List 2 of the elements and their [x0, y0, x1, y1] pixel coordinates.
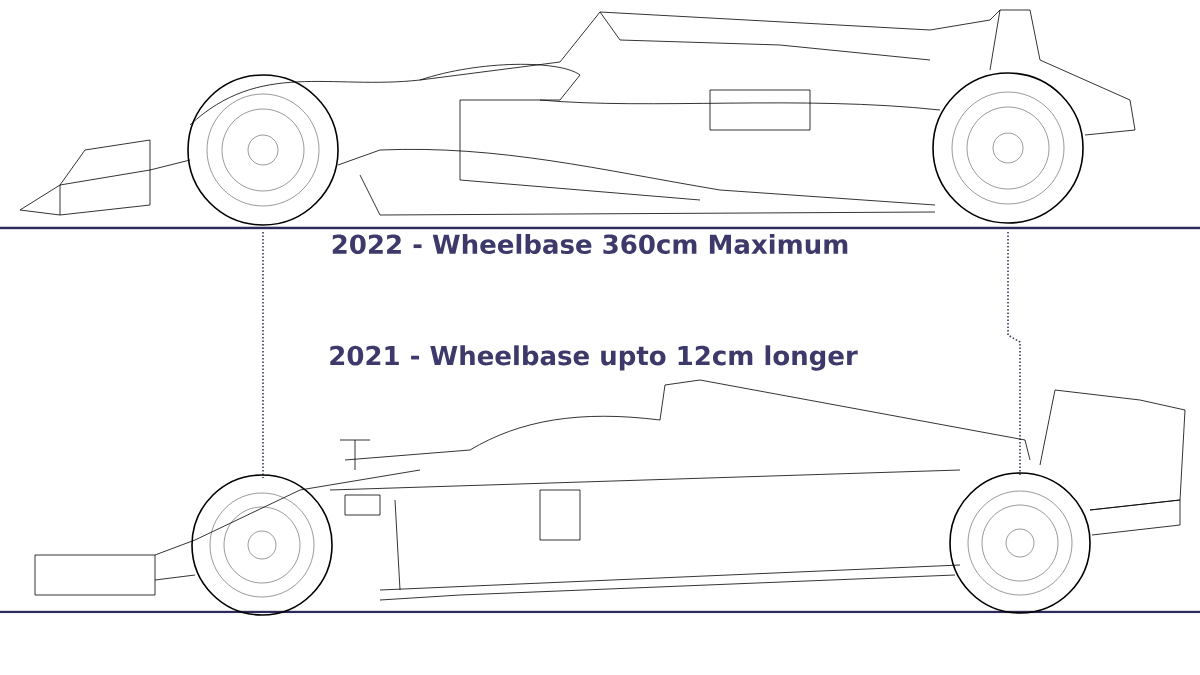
caption-text: 2022 - Wheelbase 360cm Maximum: [328, 231, 852, 257]
caption-text: 2021 - Wheelbase upto 12cm longer: [326, 343, 860, 373]
